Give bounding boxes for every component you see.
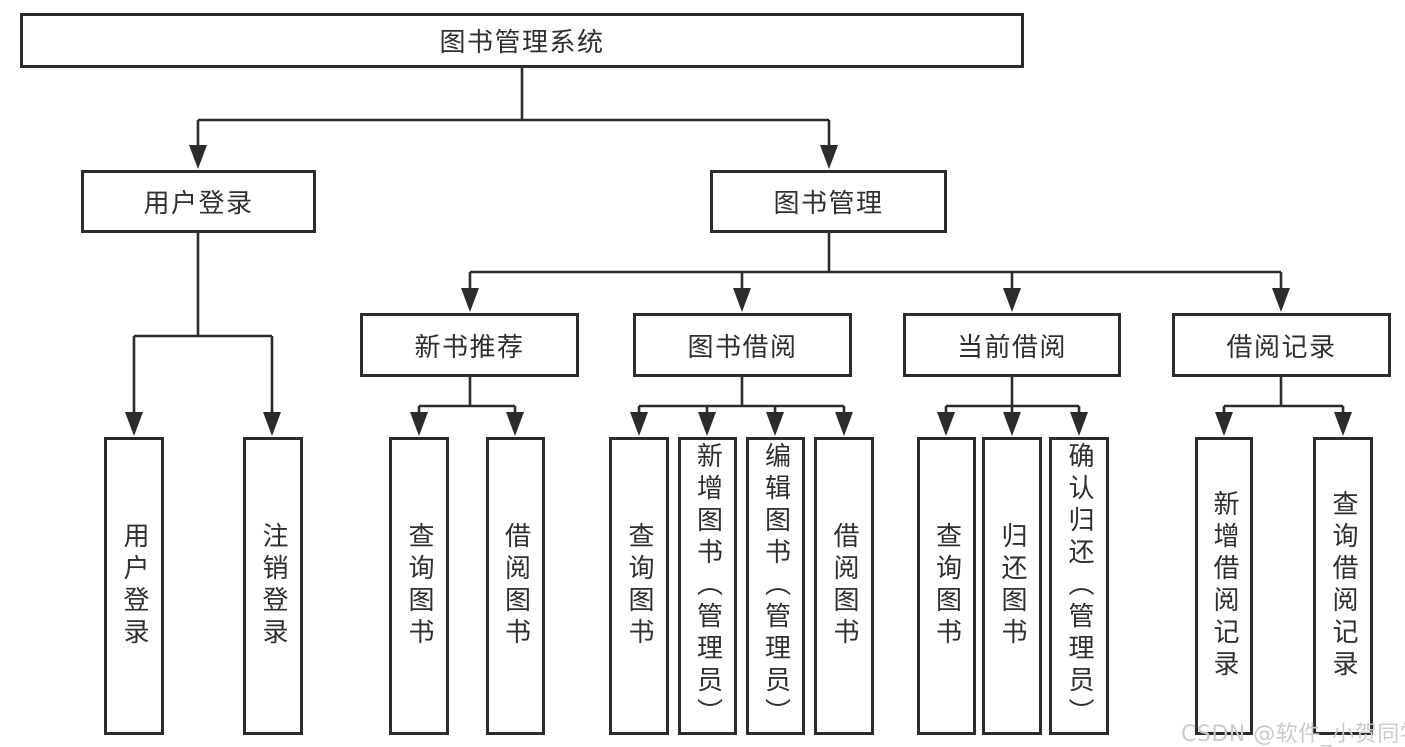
- leaf-node-label: 新增借阅记录: [1209, 490, 1239, 682]
- leaf-node-label: 新增图书（管理员）: [692, 442, 723, 730]
- leaf-node-label: 确认归还（管理员）: [1064, 442, 1094, 730]
- module-node-book-borrow: 图书借阅: [633, 313, 852, 377]
- branch-node-book-management: 图书管理: [710, 170, 947, 233]
- module-node-borrow-records: 借阅记录: [1172, 313, 1391, 377]
- leaf-node-confirm-return-admin: 确认归还（管理员）: [1049, 437, 1109, 735]
- leaf-node-return-books: 归还图书: [982, 437, 1042, 735]
- leaf-node-label: 借阅图书: [500, 522, 531, 650]
- module-node-label: 当前借阅: [956, 332, 1067, 363]
- leaf-node-label: 查询借阅记录: [1328, 490, 1358, 682]
- leaf-node-label: 查询图书: [931, 522, 962, 650]
- branch-node-user-login: 用户登录: [81, 170, 316, 233]
- leaf-node-label: 归还图书: [997, 522, 1027, 650]
- module-node-label: 借阅记录: [1226, 332, 1337, 363]
- leaf-node-query-borrow-record: 查询借阅记录: [1313, 437, 1373, 735]
- leaf-node-user-login: 用户登录: [104, 437, 164, 735]
- leaf-node-add-borrow-record: 新增借阅记录: [1195, 437, 1253, 735]
- leaf-node-label: 用户登录: [119, 522, 149, 650]
- leaf-node-logout: 注销登录: [243, 437, 303, 735]
- leaf-node-label: 借阅图书: [829, 522, 859, 650]
- leaf-node-edit-books-admin: 编辑图书（管理员）: [746, 437, 805, 735]
- leaf-node-borrow-books-1: 借阅图书: [486, 437, 545, 735]
- leaf-node-borrow-books-2: 借阅图书: [814, 437, 874, 735]
- branch-node-label: 图书管理: [773, 189, 884, 219]
- leaf-node-label: 查询图书: [624, 522, 654, 650]
- module-node-label: 图书借阅: [687, 332, 798, 363]
- csdn-watermark: CSDN @软件_小贺同学: [1181, 722, 1405, 747]
- module-node-label: 新书推荐: [414, 332, 525, 363]
- leaf-node-label: 查询图书: [404, 522, 434, 650]
- leaf-node-label: 编辑图书（管理员）: [760, 442, 791, 730]
- leaf-node-query-books-1: 查询图书: [389, 437, 449, 735]
- branch-node-label: 用户登录: [143, 189, 254, 219]
- root-node-library-system: 图书管理系统: [20, 13, 1024, 68]
- module-node-new-book-recommend: 新书推荐: [360, 313, 579, 377]
- leaf-node-label: 注销登录: [258, 522, 288, 650]
- module-node-current-borrow: 当前借阅: [903, 313, 1121, 377]
- leaf-node-query-books-3: 查询图书: [917, 437, 976, 735]
- leaf-node-add-books-admin: 新增图书（管理员）: [678, 437, 737, 735]
- leaf-node-query-books-2: 查询图书: [609, 437, 669, 735]
- root-node-label: 图书管理系统: [439, 28, 605, 58]
